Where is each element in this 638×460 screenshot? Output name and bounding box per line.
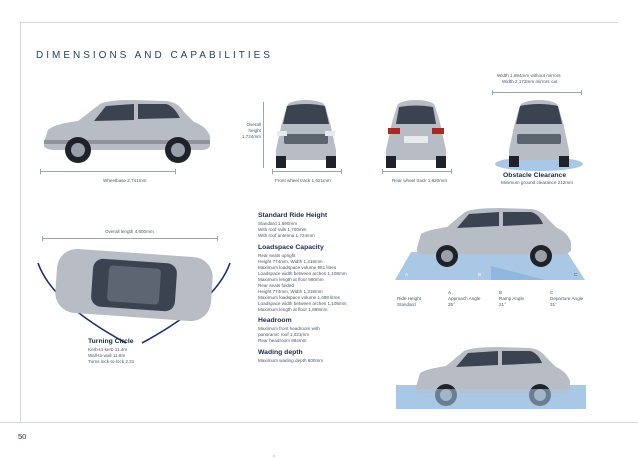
ride-height-line: With roof rails 1,700mm bbox=[258, 227, 307, 232]
angle-marker-a: A bbox=[405, 272, 409, 277]
ride-height-line: With roof antenna 1,724mm bbox=[258, 233, 315, 238]
rear-track-dimension-line bbox=[382, 169, 452, 174]
headroom-line: panoramic roof 1,021mm bbox=[258, 332, 310, 337]
angles-car-image bbox=[395, 204, 585, 284]
headroom-line: Maximum front headroom with bbox=[258, 326, 320, 331]
headroom-heading: Headroom bbox=[258, 317, 292, 324]
ramp-angle-label: Ramp Angle bbox=[499, 296, 525, 301]
loadspace-line: Loadspace width between arches 1,108mm bbox=[258, 271, 347, 276]
width-mirrors-out-label: Width 2,173mm mirrors out bbox=[502, 79, 558, 84]
angle-marker-b: B bbox=[478, 272, 482, 277]
rear-view-car-image bbox=[380, 98, 452, 170]
departure-angle-value: 31° bbox=[550, 302, 557, 307]
wheelbase-dimension-line bbox=[40, 169, 176, 174]
side-view-car-image bbox=[38, 90, 218, 170]
wading-heading: Wading depth bbox=[258, 349, 303, 356]
ride-height-standard-value: Standard bbox=[397, 302, 416, 307]
ramp-angle-value: 21° bbox=[499, 302, 506, 307]
loadspace-line: Maximum loadspace volume 981 litres bbox=[258, 265, 337, 270]
obstacle-clearance-heading: Obstacle Clearance bbox=[503, 172, 567, 179]
front-view-car-image bbox=[270, 98, 342, 170]
ride-height-standard-label: Ride Height bbox=[397, 296, 422, 301]
ground-clearance-text: Minimum ground clearance 212mm bbox=[501, 180, 573, 185]
loadspace-heading: Loadspace Capacity bbox=[258, 244, 324, 251]
wading-car-image bbox=[396, 345, 586, 415]
height-dimension-line bbox=[263, 102, 264, 168]
loadspace-line: Maximum loadspace volume 1,698 litres bbox=[258, 295, 340, 300]
approach-angle-label: Approach Angle bbox=[448, 296, 481, 301]
wading-line: Maximum wading depth 600mm bbox=[258, 358, 324, 363]
rear-track-label: Rear wheel track 1,620mm bbox=[392, 178, 447, 183]
loadspace-line: Height 774mm, Width 1,318mm bbox=[258, 289, 323, 294]
turning-circle-wall: Wall-to-wall 11.8m bbox=[88, 353, 126, 358]
front-track-dimension-line bbox=[272, 169, 342, 174]
turning-circle-heading: Turning Circle bbox=[88, 338, 134, 345]
loadspace-line: Maximum length at floor 1,869mm bbox=[258, 307, 328, 312]
departure-angle-letter: C bbox=[550, 290, 554, 295]
clearance-view-car-image bbox=[494, 98, 584, 172]
approach-angle-value: 25° bbox=[448, 302, 455, 307]
overall-length-label: Overall length 4,600mm bbox=[105, 229, 154, 234]
loadspace-line: Height 774mm, Width 1,318mm bbox=[258, 259, 323, 264]
frame-left-rule bbox=[20, 22, 21, 422]
page-footer-dot bbox=[273, 455, 275, 457]
overall-height-label: Overall height 1,724mm bbox=[241, 122, 261, 139]
angle-marker-c: C bbox=[574, 272, 578, 277]
page-number: 50 bbox=[18, 432, 27, 441]
page-title: DIMENSIONS AND CAPABILITIES bbox=[36, 50, 273, 61]
loadspace-line: Rear seats folded bbox=[258, 283, 295, 288]
width-dimension-line bbox=[492, 90, 582, 95]
wheelbase-label: Wheelbase 2,741mm bbox=[103, 178, 147, 183]
turning-circle-lock: Turns lock-to-lock 2.31 bbox=[88, 359, 135, 364]
ride-height-line: Standard 1,690mm bbox=[258, 221, 298, 226]
approach-angle-letter: A bbox=[448, 290, 452, 295]
turning-circle-kerb: Kerb-to-kerb 11.4m bbox=[88, 347, 128, 352]
frame-bottom-rule bbox=[0, 422, 638, 423]
ride-height-heading: Standard Ride Height bbox=[258, 212, 328, 219]
loadspace-line: Maximum length at floor 980mm bbox=[258, 277, 324, 282]
width-without-mirrors-label: Width 1,894mm without mirrors bbox=[497, 73, 561, 78]
departure-angle-label: Departure Angle bbox=[550, 296, 584, 301]
headroom-line: Rear headroom 984mm bbox=[258, 338, 307, 343]
loadspace-line: Rear seats upright bbox=[258, 253, 296, 258]
ramp-angle-letter: B bbox=[499, 290, 503, 295]
frame-top-rule bbox=[20, 22, 618, 23]
front-track-label: Front wheel track 1,621mm bbox=[275, 178, 331, 183]
top-view-car-image bbox=[34, 243, 234, 353]
length-dimension-line bbox=[42, 236, 218, 241]
loadspace-line: Loadspace width between arches 1,108mm bbox=[258, 301, 347, 306]
